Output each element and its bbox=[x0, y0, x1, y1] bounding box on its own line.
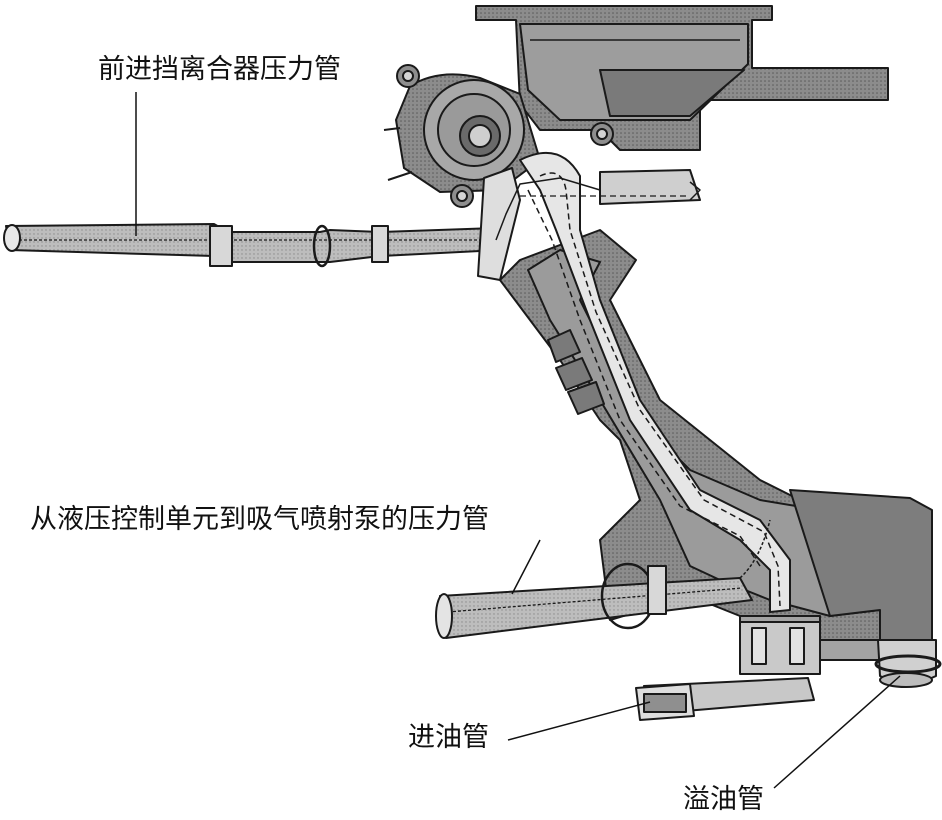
label-oil-overflow-pipe: 溢油管 bbox=[683, 784, 764, 815]
leader-overflow bbox=[773, 675, 901, 789]
lower-pressure-pipe bbox=[435, 519, 771, 639]
leader-inlet bbox=[507, 701, 651, 741]
label-hydraulic-to-jet-pump-pipe: 从液压控制单元到吸气喷射泵的压力管 bbox=[30, 504, 489, 535]
leader-lines bbox=[135, 92, 901, 789]
label-oil-inlet-pipe: 进油管 bbox=[408, 722, 489, 753]
inlet-pipe bbox=[635, 677, 815, 721]
upper-pressure-pipe bbox=[3, 167, 701, 281]
lower-block bbox=[739, 489, 942, 688]
label-forward-clutch-pressure-pipe: 前进挡离合器压力管 bbox=[98, 54, 341, 85]
pump-housing bbox=[383, 64, 614, 208]
upper-housing bbox=[475, 5, 889, 151]
leader-jet-pump-pipe bbox=[511, 539, 541, 595]
